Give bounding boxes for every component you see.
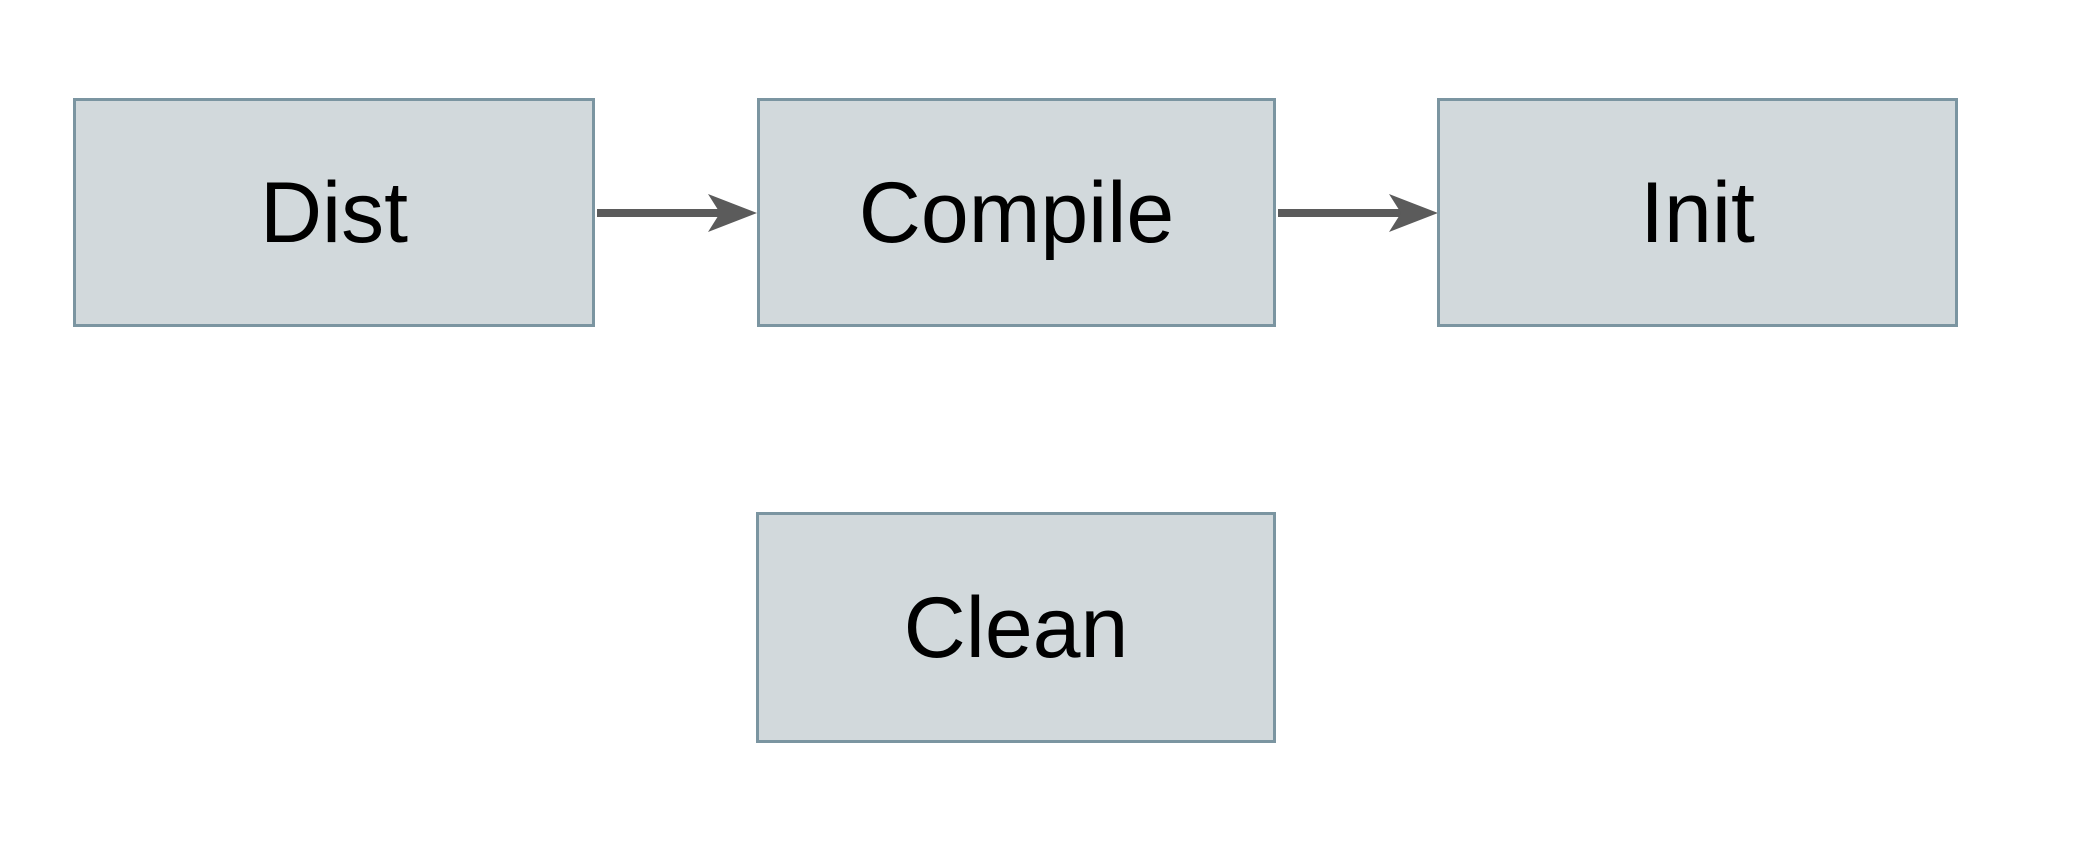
node-clean[interactable]: Clean [756,512,1276,743]
node-init[interactable]: Init [1437,98,1958,327]
node-compile-label: Compile [858,164,1175,261]
node-clean-label: Clean [903,579,1129,676]
node-dist[interactable]: Dist [73,98,595,327]
node-dist-label: Dist [259,164,409,261]
node-compile[interactable]: Compile [757,98,1276,327]
arrow-dist-to-compile [597,194,757,232]
node-init-label: Init [1640,164,1755,261]
arrow-compile-to-init [1278,194,1438,232]
